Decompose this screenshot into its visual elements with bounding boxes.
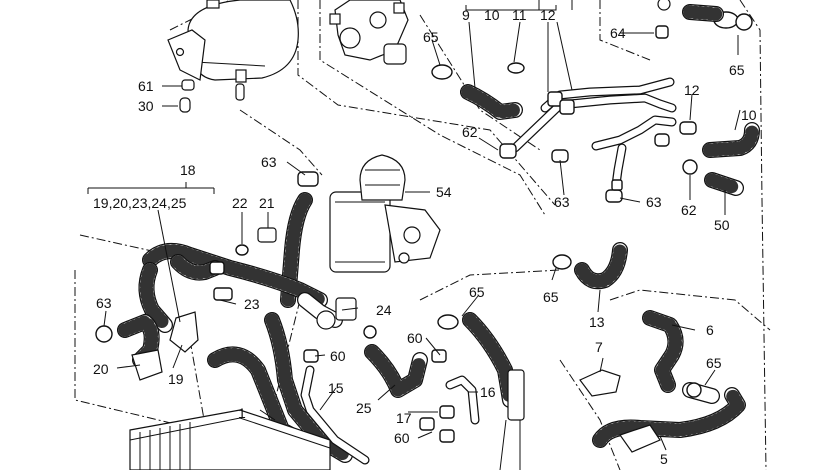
callout-5: 5 xyxy=(660,451,668,467)
callout-63-b: 63 xyxy=(554,194,570,210)
callout-11: 11 xyxy=(512,7,527,23)
left-hose-assembly xyxy=(95,171,328,381)
right-lower-hoses xyxy=(579,310,747,453)
callout-63-c: 63 xyxy=(646,194,662,210)
callout-25: 25 xyxy=(356,400,372,416)
callout-60-c: 60 xyxy=(394,430,410,446)
callout-labels: 9 10 11 12 65 64 65 61 30 62 12 10 63 54… xyxy=(93,7,757,467)
callout-12-b: 12 xyxy=(684,82,700,98)
callout-20: 20 xyxy=(93,361,109,377)
hose-13 xyxy=(552,179,628,290)
sensor-24 xyxy=(297,292,377,339)
hose-16-17 xyxy=(419,312,525,470)
oil-cooler-module xyxy=(329,154,441,273)
expansion-tank xyxy=(167,0,299,113)
thermostat-housing xyxy=(329,0,409,65)
callout-17: 17 xyxy=(396,410,412,426)
hose-10-right xyxy=(682,122,760,196)
callout-16: 16 xyxy=(480,384,496,400)
callout-18: 18 xyxy=(180,162,196,178)
callout-12: 12 xyxy=(540,7,556,23)
callout-9: 9 xyxy=(462,7,470,23)
callout-19: 19 xyxy=(168,371,184,387)
callout-22: 22 xyxy=(232,195,248,211)
callout-50: 50 xyxy=(714,217,730,233)
callout-65-c: 65 xyxy=(543,289,559,305)
callout-54: 54 xyxy=(436,184,452,200)
callout-60-a: 60 xyxy=(407,330,423,346)
callout-30: 30 xyxy=(138,98,154,114)
callout-60-b: 60 xyxy=(330,348,346,364)
callout-13: 13 xyxy=(589,314,605,330)
callout-19-group: 19,20,23,24,25 xyxy=(93,195,187,211)
callout-64: 64 xyxy=(610,25,626,41)
callout-65-b: 65 xyxy=(729,62,745,78)
callout-10-b: 10 xyxy=(741,107,757,123)
radiator xyxy=(129,409,331,470)
leader-lines xyxy=(87,0,741,451)
callout-62-b: 62 xyxy=(681,202,697,218)
callout-63-a: 63 xyxy=(261,154,277,170)
callout-10: 10 xyxy=(484,7,500,23)
hose-1 xyxy=(207,312,370,465)
callout-65-a: 65 xyxy=(423,29,439,45)
callout-65-d: 65 xyxy=(469,284,485,300)
callout-6: 6 xyxy=(706,322,714,338)
hose-25 xyxy=(364,344,447,400)
callout-1: 1 xyxy=(238,405,246,421)
callout-15: 15 xyxy=(328,380,344,396)
callout-7: 7 xyxy=(595,339,603,355)
callout-21: 21 xyxy=(259,195,275,211)
callout-65-e: 65 xyxy=(706,355,722,371)
callout-61: 61 xyxy=(138,78,154,94)
upper-right-hoses xyxy=(431,0,753,190)
callout-23: 23 xyxy=(244,296,260,312)
callout-24: 24 xyxy=(376,302,392,318)
callout-62-a: 62 xyxy=(462,124,478,140)
callout-63-d: 63 xyxy=(96,295,112,311)
